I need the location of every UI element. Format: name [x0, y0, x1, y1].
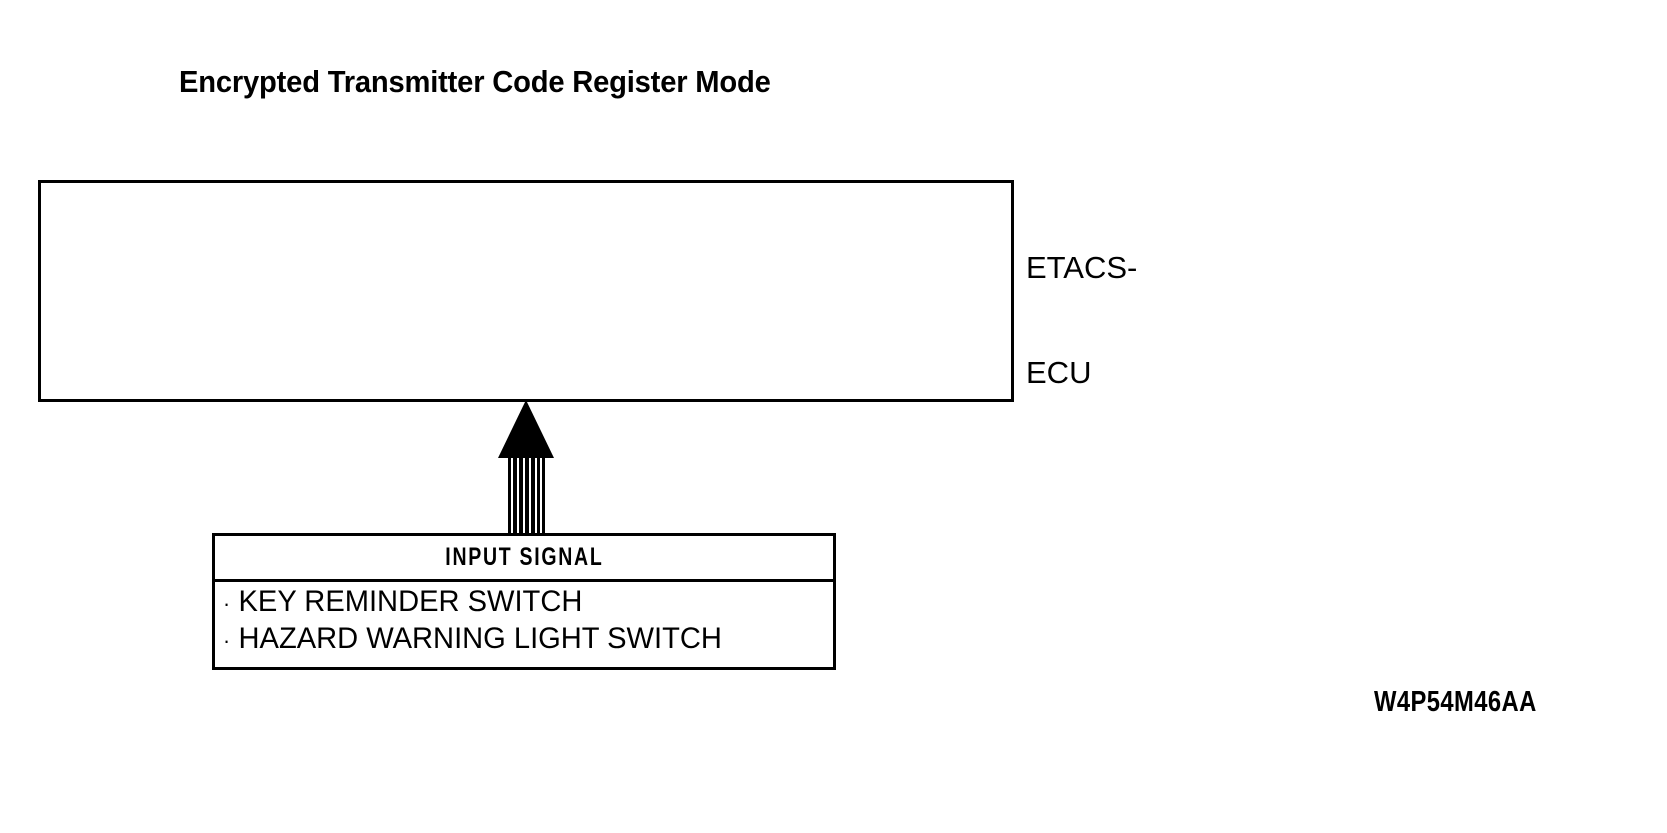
page-title: Encrypted Transmitter Code Register Mode [179, 64, 771, 99]
etacs-ecu-box [38, 180, 1014, 402]
bullet-icon: · [223, 591, 231, 616]
list-item: · KEY REMINDER SWITCH [223, 584, 815, 621]
input-signal-box: INPUT SIGNAL · KEY REMINDER SWITCH · HAZ… [212, 533, 836, 670]
input-signal-header: INPUT SIGNAL [215, 536, 833, 582]
etacs-ecu-label-line2: ECU [1026, 355, 1092, 390]
list-item-label: KEY REMINDER SWITCH [238, 585, 583, 618]
input-signal-header-label: INPUT SIGNAL [444, 543, 604, 571]
bullet-icon: · [223, 628, 231, 653]
list-item: · HAZARD WARNING LIGHT SWITCH [223, 621, 815, 658]
drawing-code: W4P54M46AA [1374, 686, 1537, 718]
input-signal-list: · KEY REMINDER SWITCH · HAZARD WARNING L… [215, 582, 833, 658]
etacs-ecu-label: ETACS- ECU [1026, 180, 1137, 460]
input-signal-arrow-icon [498, 400, 554, 538]
list-item-label: HAZARD WARNING LIGHT SWITCH [238, 622, 722, 655]
etacs-ecu-label-line1: ETACS- [1026, 250, 1138, 285]
